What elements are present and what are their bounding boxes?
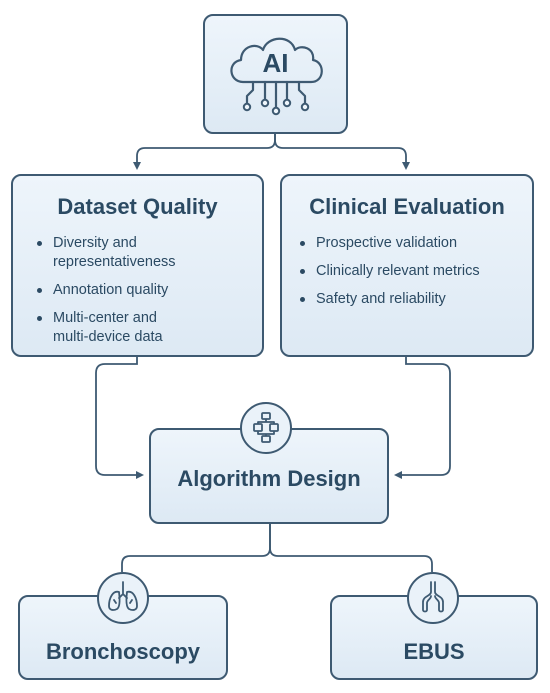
dataset-quality-node: Dataset Quality Diversity and representa… [11, 174, 264, 357]
algorithm-design-title: Algorithm Design [177, 466, 361, 491]
list-item: Annotation quality [35, 281, 255, 300]
dataset-quality-list: Diversity and representativeness Annotat… [35, 234, 255, 356]
list-item: Safety and reliability [298, 290, 528, 309]
clinical-evaluation-title: Clinical Evaluation [309, 194, 505, 219]
airway-icon [407, 572, 459, 624]
connector-algorithm-to-ebus [269, 524, 433, 572]
list-item: Clinically relevant metrics [298, 262, 528, 281]
connector-ai-to-clinical [274, 134, 410, 170]
clinical-evaluation-list: Prospective validation Clinically releva… [298, 234, 528, 318]
connector-algorithm-to-bronchoscopy [121, 524, 271, 572]
connector-clinical-to-algorithm [394, 357, 451, 479]
clinical-evaluation-node: Clinical Evaluation Prospective validati… [280, 174, 534, 357]
ebus-title: EBUS [403, 639, 465, 664]
list-item: Multi-center and multi-device data [35, 309, 255, 347]
flowchart-icon [240, 402, 292, 454]
dataset-quality-title: Dataset Quality [57, 194, 218, 219]
connector-dataset-to-algorithm [95, 357, 144, 479]
connector-ai-to-dataset [133, 134, 276, 170]
bronchoscopy-node: Bronchoscopy [18, 595, 228, 680]
ai-label: AI [262, 48, 289, 78]
cloud-circuit-icon [230, 37, 323, 116]
list-item: Diversity and representativeness [35, 234, 255, 272]
lungs-icon [97, 572, 149, 624]
ai-node: AI [203, 14, 348, 134]
bronchoscopy-title: Bronchoscopy [45, 639, 201, 664]
list-item: Prospective validation [298, 234, 528, 253]
